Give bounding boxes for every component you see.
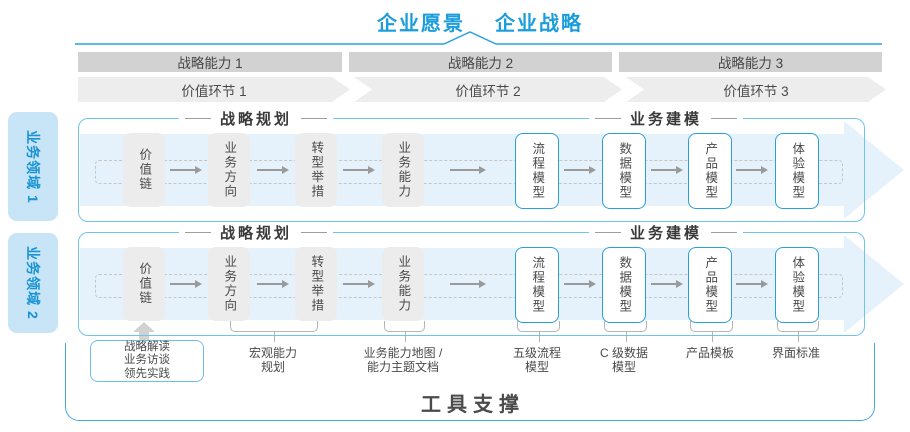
value-chevron-2: 价值环节 2 bbox=[354, 77, 622, 102]
domain-label-text: 业务领域 1 bbox=[25, 129, 41, 204]
flow-arrow-icon bbox=[450, 165, 486, 175]
tool-support-title: 工具支撑 bbox=[421, 394, 525, 416]
bracket-connector bbox=[777, 321, 819, 342]
capability-bar-1: 战略能力 1 bbox=[78, 52, 342, 72]
flow-arrow-icon bbox=[257, 165, 289, 175]
note-product-template: 产品模板 bbox=[686, 346, 734, 360]
header-line bbox=[301, 231, 328, 233]
value-chevron-3: 价值环节 3 bbox=[626, 77, 886, 102]
box-process-model: 流程模型 bbox=[515, 133, 559, 209]
research-line: 战略解读 bbox=[124, 341, 170, 354]
business-domain-row-2: 价值链 业务方向 转型举措 业务能力 流程模型 数据模型 产品模型 体验模型 战… bbox=[78, 222, 904, 336]
modeling-header-text: 业务建模 bbox=[629, 110, 703, 128]
modeling-header: 业务建模 bbox=[588, 222, 744, 242]
box-data-model: 数据模型 bbox=[602, 247, 646, 323]
flow-arrow-icon bbox=[651, 165, 683, 175]
note-line: 五级流程 bbox=[512, 346, 562, 360]
domain-label-2: 业务领域 2 bbox=[8, 233, 58, 333]
header-line bbox=[594, 231, 621, 233]
dashed-track bbox=[95, 160, 843, 184]
box-transformation-initiatives: 转型举措 bbox=[295, 133, 337, 207]
flow-arrow-icon bbox=[343, 279, 375, 289]
box-business-direction: 业务方向 bbox=[208, 133, 250, 207]
box-business-capability: 业务能力 bbox=[382, 247, 424, 321]
planning-header: 战略规划 bbox=[178, 108, 334, 128]
research-line: 业务访谈 bbox=[124, 354, 170, 367]
box-product-model: 产品模型 bbox=[688, 133, 732, 209]
bracket-connector bbox=[384, 321, 425, 342]
flow-arrow-icon bbox=[170, 165, 202, 175]
box-experience-model: 体验模型 bbox=[775, 133, 819, 209]
box-value-chain: 价值链 bbox=[123, 133, 165, 207]
note-line: 能力主题文档 bbox=[366, 360, 440, 375]
note-line: C 级数据 bbox=[599, 346, 649, 360]
flow-arrow-icon bbox=[736, 165, 768, 175]
note-line: 规划 bbox=[260, 360, 286, 375]
note-process-model: 五级流程 模型 bbox=[513, 346, 561, 375]
tool-support-container bbox=[65, 343, 875, 421]
flow-arrow-icon bbox=[564, 165, 596, 175]
vision-title: 企业愿景 bbox=[377, 13, 465, 35]
note-line: 模型 bbox=[611, 360, 637, 375]
header-line bbox=[301, 117, 328, 119]
flow-band-arrow-head bbox=[844, 235, 904, 333]
flow-arrow-icon bbox=[736, 279, 768, 289]
box-product-model: 产品模型 bbox=[688, 247, 732, 323]
flow-arrow-icon bbox=[450, 279, 486, 289]
bracket-connector bbox=[230, 321, 318, 342]
box-process-model: 流程模型 bbox=[515, 247, 559, 323]
dashed-track bbox=[95, 274, 843, 298]
planning-header-text: 战略规划 bbox=[219, 224, 293, 242]
header-line bbox=[594, 117, 621, 119]
flow-arrow-icon bbox=[343, 165, 375, 175]
research-inputs-box: 战略解读 业务访谈 领先实践 bbox=[90, 340, 204, 382]
box-business-capability: 业务能力 bbox=[382, 133, 424, 207]
note-line: 产品模板 bbox=[685, 346, 735, 360]
note-ui-standard: 界面标准 bbox=[772, 346, 820, 360]
title-row: 企业愿景 企业战略 bbox=[78, 7, 882, 36]
note-data-model: C 级数据 模型 bbox=[600, 346, 648, 375]
note-line: 宏观能力 bbox=[248, 346, 298, 360]
business-domain-row-1: 价值链 业务方向 转型举措 业务能力 流程模型 数据模型 产品模型 体验模型 战… bbox=[78, 108, 904, 222]
note-line: 业务能力地图 / bbox=[363, 346, 443, 360]
bracket-connector bbox=[604, 321, 647, 342]
header-line bbox=[184, 231, 211, 233]
header-line bbox=[711, 117, 738, 119]
flow-arrow-icon bbox=[257, 279, 289, 289]
flow-arrow-icon bbox=[651, 279, 683, 289]
value-chevron-1: 价值环节 1 bbox=[78, 77, 350, 102]
box-transformation-initiatives: 转型举措 bbox=[295, 247, 337, 321]
capability-bar-3: 战略能力 3 bbox=[619, 52, 882, 72]
note-macro-capability: 宏观能力 规划 bbox=[249, 346, 297, 375]
modeling-header-text: 业务建模 bbox=[629, 224, 703, 242]
domain-label-1: 业务领域 1 bbox=[8, 112, 58, 221]
bracket-connector bbox=[517, 321, 560, 342]
note-line: 界面标准 bbox=[771, 346, 821, 360]
research-line: 领先实践 bbox=[124, 367, 170, 380]
flow-arrow-icon bbox=[170, 279, 202, 289]
box-business-direction: 业务方向 bbox=[208, 247, 250, 321]
header-line bbox=[711, 231, 738, 233]
note-line: 模型 bbox=[524, 360, 550, 375]
flow-band-arrow-head bbox=[844, 121, 904, 219]
up-arrow-stem bbox=[139, 331, 149, 341]
peak-line bbox=[75, 31, 882, 45]
domain-label-text: 业务领域 2 bbox=[25, 246, 41, 320]
box-data-model: 数据模型 bbox=[602, 133, 646, 209]
planning-header-text: 战略规划 bbox=[219, 110, 293, 128]
note-capability-map: 业务能力地图 / 能力主题文档 bbox=[364, 346, 443, 375]
planning-header: 战略规划 bbox=[178, 222, 334, 242]
up-arrow-icon bbox=[133, 322, 155, 332]
header-line bbox=[184, 117, 211, 119]
capability-bar-2: 战略能力 2 bbox=[349, 52, 612, 72]
bracket-connector bbox=[690, 321, 733, 342]
box-experience-model: 体验模型 bbox=[775, 247, 819, 323]
modeling-header: 业务建模 bbox=[588, 108, 744, 128]
strategy-title: 企业战略 bbox=[495, 13, 583, 35]
box-value-chain: 价值链 bbox=[123, 247, 165, 321]
flow-arrow-icon bbox=[564, 279, 596, 289]
